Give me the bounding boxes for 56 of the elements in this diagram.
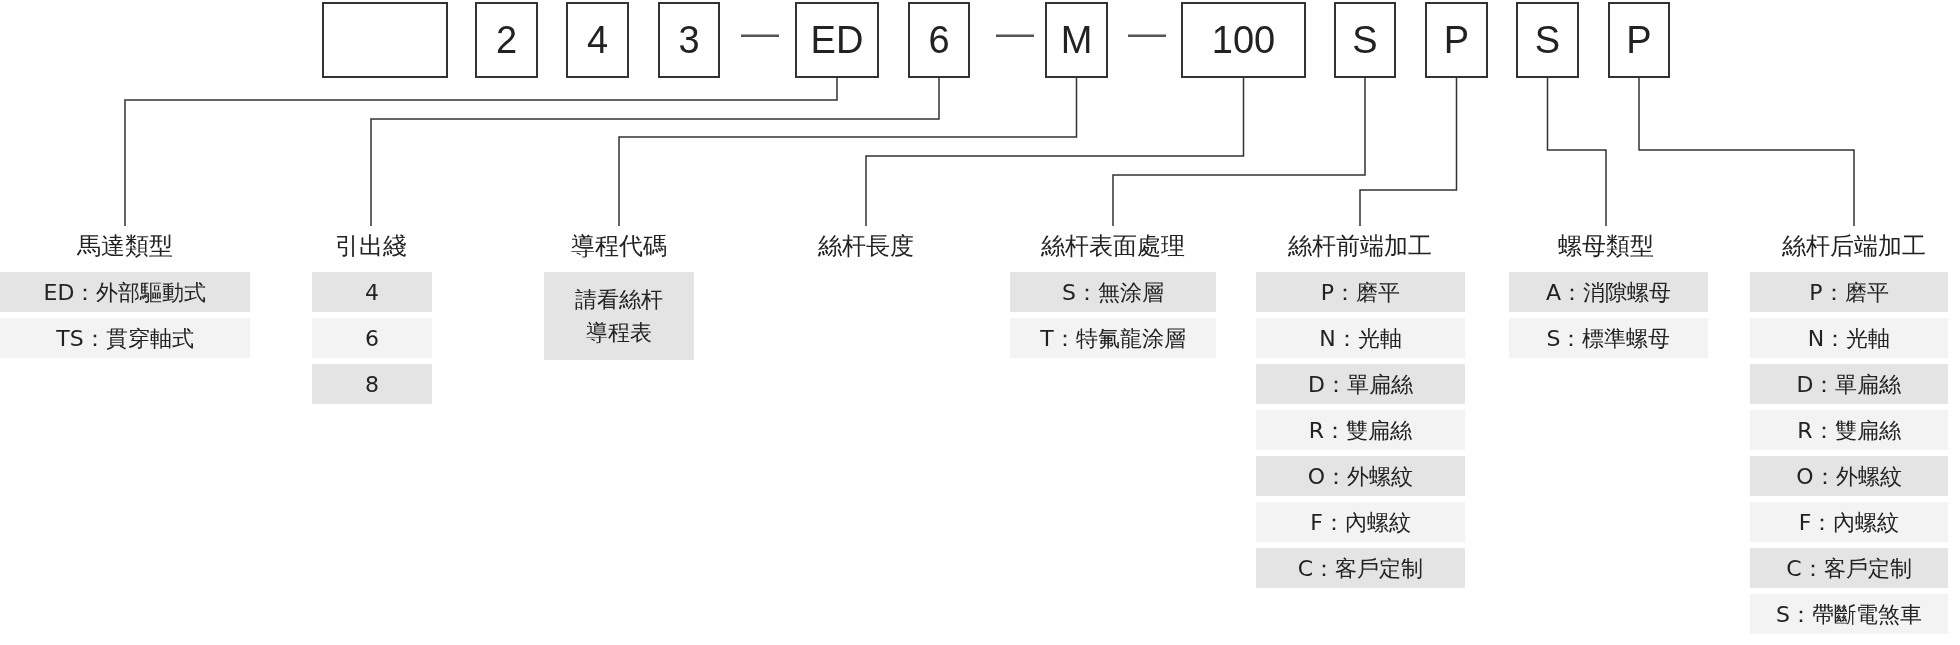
code-box: P xyxy=(1425,2,1488,78)
option-cell: 請看絲杆導程表 xyxy=(544,272,694,360)
option-cell: R：雙扁絲 xyxy=(1256,410,1465,450)
option-cell: ED：外部驅動式 xyxy=(0,272,250,312)
option-cell: 8 xyxy=(312,364,432,404)
category-heading: 馬達類型 xyxy=(5,226,245,266)
code-box: 6 xyxy=(908,2,970,78)
connector-line xyxy=(1638,77,1855,227)
option-cell: R：雙扁絲 xyxy=(1750,410,1948,450)
code-box: S xyxy=(1516,2,1579,78)
code-box: 4 xyxy=(566,2,629,78)
option-cell: D：單扁絲 xyxy=(1256,364,1465,404)
option-cell: O：外螺紋 xyxy=(1750,456,1948,496)
code-box: S xyxy=(1334,2,1396,78)
connector-line xyxy=(124,77,838,227)
connector-line xyxy=(1359,77,1458,227)
code-box: P xyxy=(1608,2,1670,78)
option-cell: A：消隙螺母 xyxy=(1509,272,1708,312)
separator-dash: — xyxy=(995,12,1035,55)
code-box: 3 xyxy=(658,2,720,78)
option-cell: S：標準螺母 xyxy=(1509,318,1708,358)
option-cell: C：客戶定制 xyxy=(1256,548,1465,588)
category-heading: 導程代碼 xyxy=(499,226,739,266)
code-box: 2 xyxy=(475,2,538,78)
category-heading: 絲杆表面處理 xyxy=(993,226,1233,266)
option-cell: N：光軸 xyxy=(1750,318,1948,358)
option-cell: 4 xyxy=(312,272,432,312)
option-cell: T：特氟龍涂層 xyxy=(1010,318,1216,358)
separator-dash: — xyxy=(1127,12,1167,55)
option-cell: S：無涂層 xyxy=(1010,272,1216,312)
connector-line xyxy=(1546,77,1607,227)
connector-line xyxy=(618,77,1078,227)
category-heading: 絲杆前端加工 xyxy=(1240,226,1480,266)
option-cell: S：帶斷電煞車 xyxy=(1750,594,1948,634)
option-cell: P：磨平 xyxy=(1256,272,1465,312)
option-cell: P：磨平 xyxy=(1750,272,1948,312)
option-cell: F：內螺紋 xyxy=(1750,502,1948,542)
option-cell: TS：貫穿軸式 xyxy=(0,318,250,358)
option-cell: N：光軸 xyxy=(1256,318,1465,358)
option-cell: O：外螺紋 xyxy=(1256,456,1465,496)
option-cell: 6 xyxy=(312,318,432,358)
connector-line xyxy=(370,77,940,227)
category-heading: 螺母類型 xyxy=(1486,226,1726,266)
category-heading: 絲杆后端加工 xyxy=(1734,226,1960,266)
option-cell: D：單扁絲 xyxy=(1750,364,1948,404)
category-heading: 引出綫 xyxy=(251,226,491,266)
code-box xyxy=(322,2,448,78)
code-box: 100 xyxy=(1181,2,1306,78)
option-cell: C：客戶定制 xyxy=(1750,548,1948,588)
code-box: M xyxy=(1045,2,1108,78)
connector-line xyxy=(865,77,1245,227)
code-box: ED xyxy=(795,2,879,78)
option-cell: F：內螺紋 xyxy=(1256,502,1465,542)
category-heading: 絲杆長度 xyxy=(746,226,986,266)
separator-dash: — xyxy=(740,12,780,55)
connector-line xyxy=(1112,77,1366,227)
